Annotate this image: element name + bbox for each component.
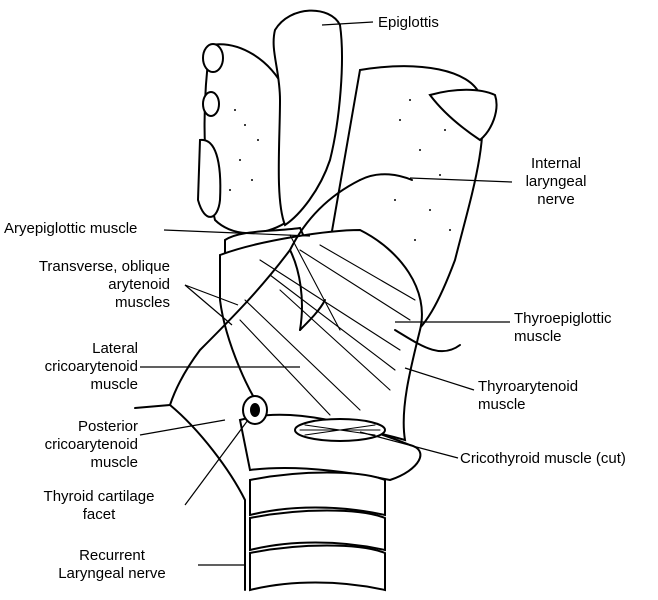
thyroarytenoid-edge [394,329,461,353]
label-thyroarytenoid-muscle: Thyroarytenoid muscle [478,378,579,413]
leader-lines [139,21,513,566]
thyroid-facet-core [250,403,260,417]
triticeal-cartilage [202,91,220,117]
left-horn [196,138,222,218]
label-lateral-cricoarytenoid: Lateral cricoarytenoid muscle [44,340,138,393]
trachea [249,471,386,592]
muscle-fibers [239,234,416,416]
label-internal-laryngeal-nerve: Internal laryngeal nerve [525,155,587,208]
epiglottis-shape [272,9,343,227]
superior-horn [202,43,224,73]
label-aryepiglottic-muscle: Aryepiglottic muscle [4,220,138,237]
thyroid-lamina-left [203,43,292,235]
label-epiglottis: Epiglottis [378,14,439,31]
nerves [134,173,413,591]
cricoid-cartilage [238,413,422,482]
label-cricothyroid-muscle: Cricothyroid muscle (cut) [460,450,626,467]
label-transverse-oblique-arytenoid: Transverse, oblique arytenoid muscles [38,258,170,311]
label-posterior-cricoarytenoid: Posterior cricoarytenoid muscle [44,418,138,471]
stipple-texture [229,99,451,241]
label-recurrent-laryngeal-nerve: Recurrent Laryngeal nerve [58,547,166,582]
label-thyroepiglottic-muscle: Thyroepiglottic muscle [514,310,612,345]
label-thyroid-cartilage-facet: Thyroid cartilage facet [43,488,155,523]
right-ligament [428,88,498,142]
